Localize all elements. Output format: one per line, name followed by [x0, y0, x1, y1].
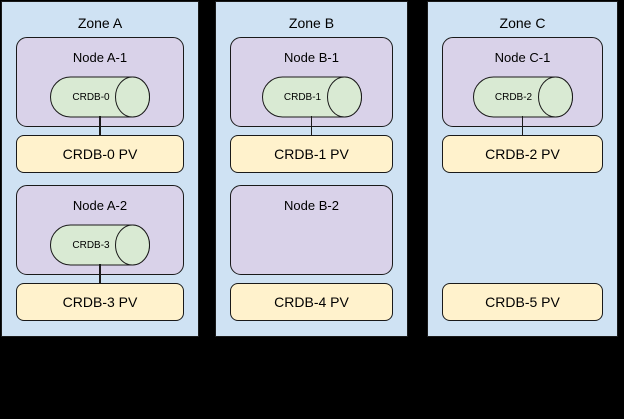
crdb-4-pv: CRDB-4 PV	[230, 283, 393, 321]
crdb-3-label: CRDB-3	[72, 239, 110, 251]
node-c-1-title: Node C-1	[494, 50, 551, 65]
node-c-1: Node C-1 CRDB-2	[442, 37, 603, 127]
node-b-2: Node B-2	[230, 185, 393, 275]
crdb-0-label: CRDB-0	[72, 91, 110, 103]
connector-crdb0-to-pv	[99, 116, 101, 136]
crdb-1-pv: CRDB-1 PV	[230, 135, 393, 173]
zone-b: Zone B Node B-1 CRDB-1 CRDB-1 PV Node B-…	[215, 1, 408, 337]
crdb-0-pv: CRDB-0 PV	[16, 135, 184, 173]
node-a-1-title: Node A-1	[72, 50, 128, 65]
node-b-1-title: Node B-1	[284, 50, 339, 65]
crdb-5-pv: CRDB-5 PV	[442, 283, 603, 321]
zone-a: Zone A Node A-1 CRDB-0 CRDB-0 PV Node A-…	[1, 1, 199, 337]
crdb-1-label: CRDB-1	[283, 91, 322, 103]
zone-b-title: Zone B	[288, 15, 335, 31]
connector-crdb3-to-pv	[99, 264, 101, 284]
node-b-2-title: Node B-2	[284, 198, 339, 213]
database-cylinder-icon	[50, 224, 150, 266]
crdb-2-pv: CRDB-2 PV	[442, 135, 603, 173]
connector-crdb1-to-pv	[310, 116, 312, 136]
zone-a-title: Zone A	[77, 15, 123, 31]
crdb-3-cylinder: CRDB-3	[50, 224, 151, 266]
node-b-1: Node B-1 CRDB-1	[230, 37, 393, 127]
crdb-2-cylinder: CRDB-2	[472, 76, 573, 118]
crdb-1-cylinder: CRDB-1	[261, 76, 362, 118]
database-cylinder-icon	[472, 76, 573, 118]
zone-c: Zone C Node C-1 CRDB-2 CRDB-2 PV CRDB-5 …	[427, 1, 618, 337]
node-a-2: Node A-2 CRDB-3	[16, 185, 184, 275]
crdb-0-cylinder: CRDB-0	[50, 76, 151, 118]
node-a-2-title: Node A-2	[72, 198, 128, 213]
database-cylinder-icon	[50, 76, 150, 118]
crdb-3-pv: CRDB-3 PV	[16, 283, 184, 321]
database-cylinder-icon	[261, 76, 362, 118]
node-a-1: Node A-1 CRDB-0	[16, 37, 184, 127]
crdb-2-label: CRDB-2	[494, 91, 533, 103]
zone-c-title: Zone C	[499, 15, 546, 31]
connector-crdb2-to-pv	[521, 116, 523, 136]
